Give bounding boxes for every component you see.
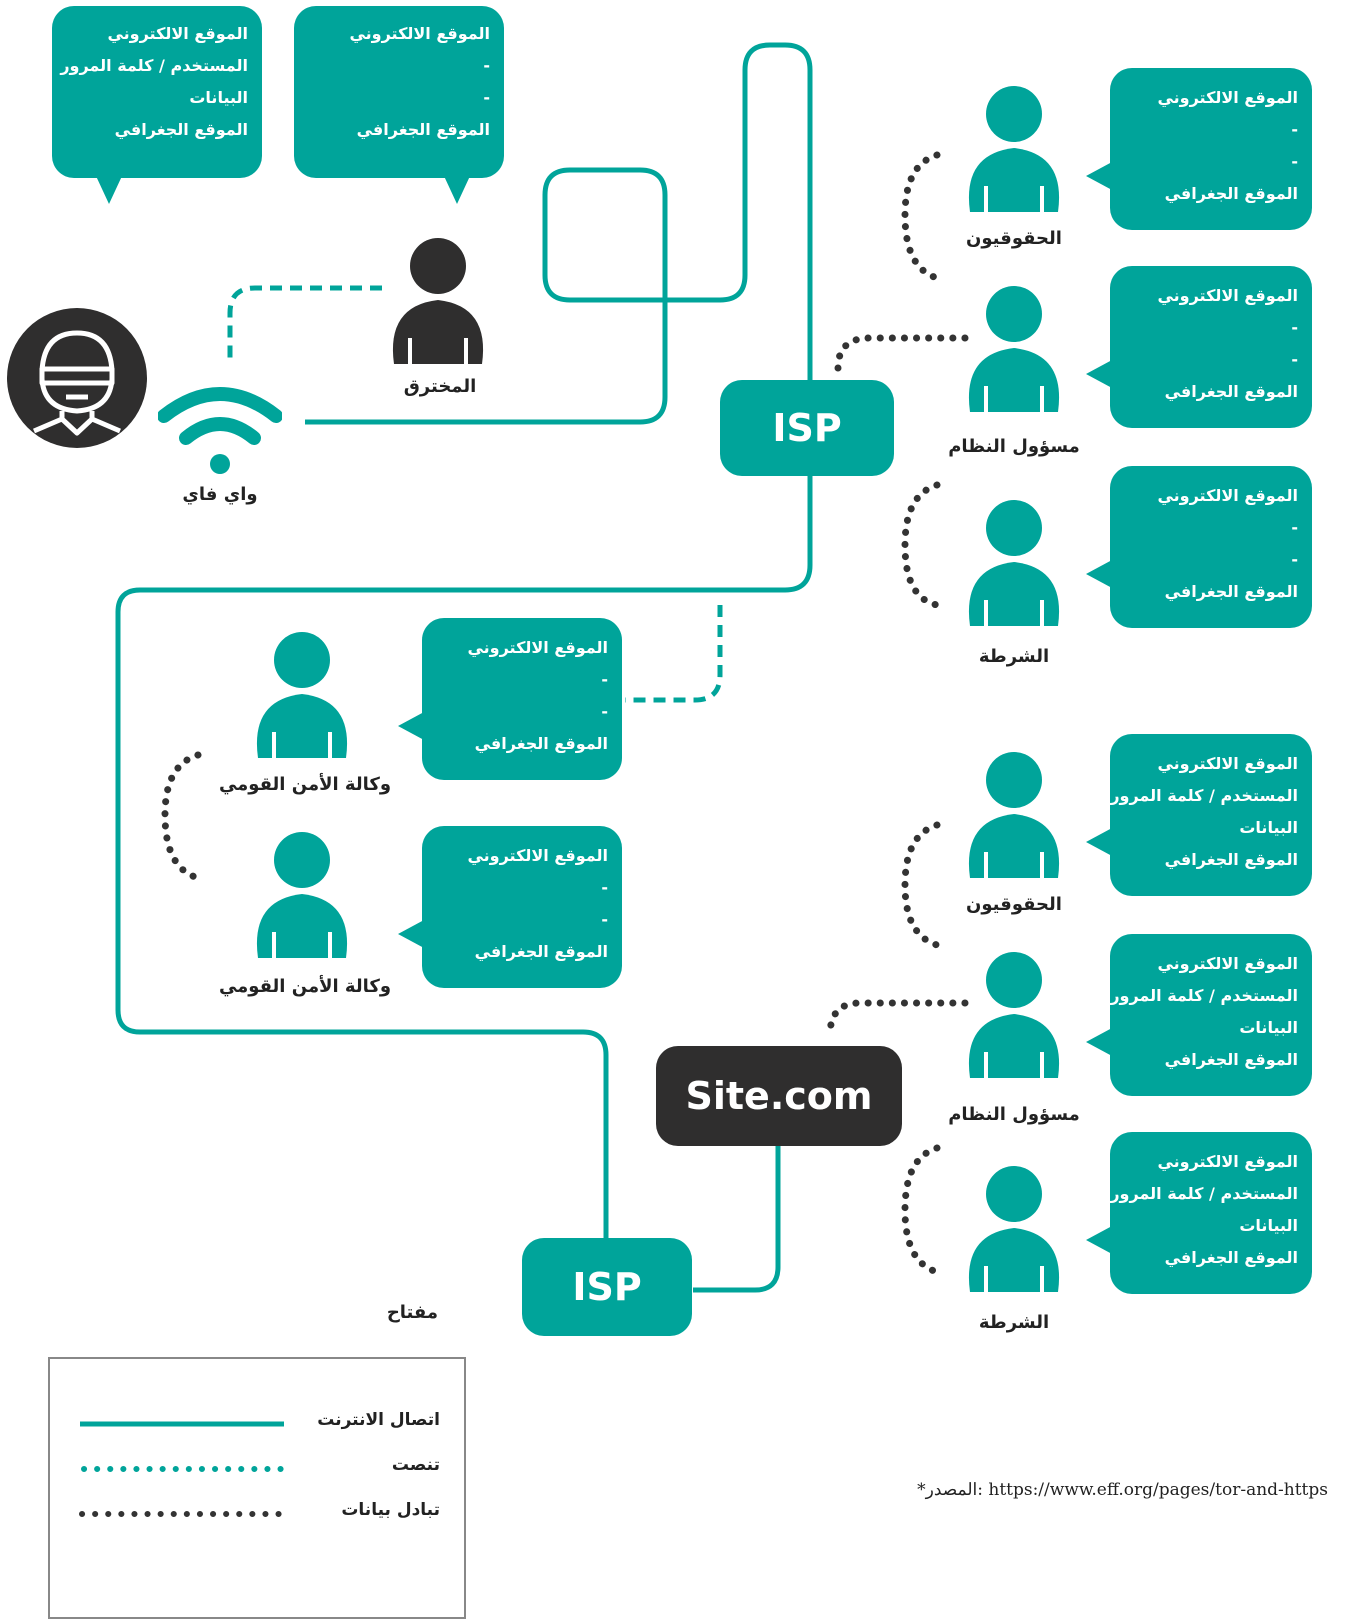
data-share-top-1 bbox=[901, 151, 941, 282]
bubble-sysadmin-bottom: الموقع الالكتروني المستخدم / كلمة المرور… bbox=[1086, 934, 1312, 1096]
nsa-label-2: وكالة الأمن القومي bbox=[218, 976, 392, 997]
hacker-label: المخترق bbox=[403, 376, 477, 397]
sysadmin-person-icon bbox=[968, 286, 1060, 412]
internet-line-isp-site bbox=[693, 1140, 781, 1293]
eavesdrop-line-hacker bbox=[227, 285, 382, 358]
police-person-icon bbox=[968, 500, 1060, 626]
bubble-hacker-full: الموقع الالكتروني المستخدم / كلمة المرور… bbox=[52, 6, 262, 204]
site-node: Site.com bbox=[656, 1046, 902, 1146]
nsa-label-1: وكالة الأمن القومي bbox=[218, 774, 392, 795]
isp-node-top: ISP bbox=[720, 380, 894, 476]
data-share-top-3 bbox=[901, 481, 941, 609]
data-share-bottom-1 bbox=[901, 821, 941, 949]
lawyers-person-icon-bottom bbox=[968, 752, 1060, 878]
bubble-lawyers-top: الموقع الالكتروني - - الموقع الجغرافي bbox=[1086, 68, 1312, 230]
legend-internet-label: اتصال الانترنت bbox=[317, 1410, 440, 1430]
legend-title: مفتاح bbox=[386, 1302, 438, 1323]
internet-line-wifi-isp bbox=[305, 42, 813, 425]
nsa-person-icon-2 bbox=[256, 832, 348, 958]
lawyers-label-top: الحقوقيون bbox=[966, 228, 1062, 249]
bubble-sysadmin-top: الموقع الالكتروني - - الموقع الجغرافي bbox=[1086, 266, 1312, 428]
hacker-person-icon bbox=[392, 238, 484, 364]
source-citation: *المصدر: https://www.eff.org/pages/tor-a… bbox=[917, 1480, 1328, 1500]
police-person-icon-bottom bbox=[968, 1166, 1060, 1292]
isp-node-bottom: ISP bbox=[522, 1238, 692, 1336]
lawyers-person-icon bbox=[968, 86, 1060, 212]
bubble-police-top: الموقع الالكتروني - - الموقع الجغرافي bbox=[1086, 466, 1312, 628]
bubble-nsa-1: الموقع الالكتروني - - الموقع الجغرافي bbox=[398, 618, 622, 780]
lawyers-label-bottom: الحقوقيون bbox=[966, 894, 1062, 915]
legend-data-share-label: تبادل بيانات bbox=[341, 1500, 440, 1520]
bubble-hacker-partial: الموقع الالكتروني - - الموقع الجغرافي bbox=[294, 6, 504, 204]
internet-line-isp-isp bbox=[115, 475, 813, 1240]
data-share-nsa bbox=[161, 751, 202, 882]
bubble-lawyers-bottom: الموقع الالكتروني المستخدم / كلمة المرور… bbox=[1086, 734, 1312, 896]
sysadmin-person-icon-bottom bbox=[968, 952, 1060, 1078]
data-share-top-2 bbox=[834, 334, 969, 372]
police-label-top: الشرطة bbox=[978, 646, 1050, 667]
police-label-bottom: الشرطة bbox=[978, 1312, 1050, 1333]
data-share-bottom-3 bbox=[901, 1144, 941, 1276]
data-share-bottom-2 bbox=[826, 999, 969, 1039]
bubble-nsa-2: الموقع الالكتروني - - الموقع الجغرافي bbox=[398, 826, 622, 988]
wifi-label: واي فاي bbox=[182, 484, 258, 505]
sysadmin-label-top: مسؤول النظام bbox=[948, 436, 1080, 457]
legend-eavesdrop-label: تنصت bbox=[391, 1455, 440, 1475]
eavesdrop-line-nsa bbox=[625, 605, 723, 703]
user-avatar bbox=[7, 308, 147, 448]
bubble-police-bottom: الموقع الالكتروني المستخدم / كلمة المرور… bbox=[1086, 1132, 1312, 1294]
wifi-icon bbox=[158, 387, 282, 474]
nsa-person-icon-1 bbox=[256, 632, 348, 758]
legend-box bbox=[48, 1357, 466, 1619]
sysadmin-label-bottom: مسؤول النظام bbox=[948, 1104, 1080, 1125]
